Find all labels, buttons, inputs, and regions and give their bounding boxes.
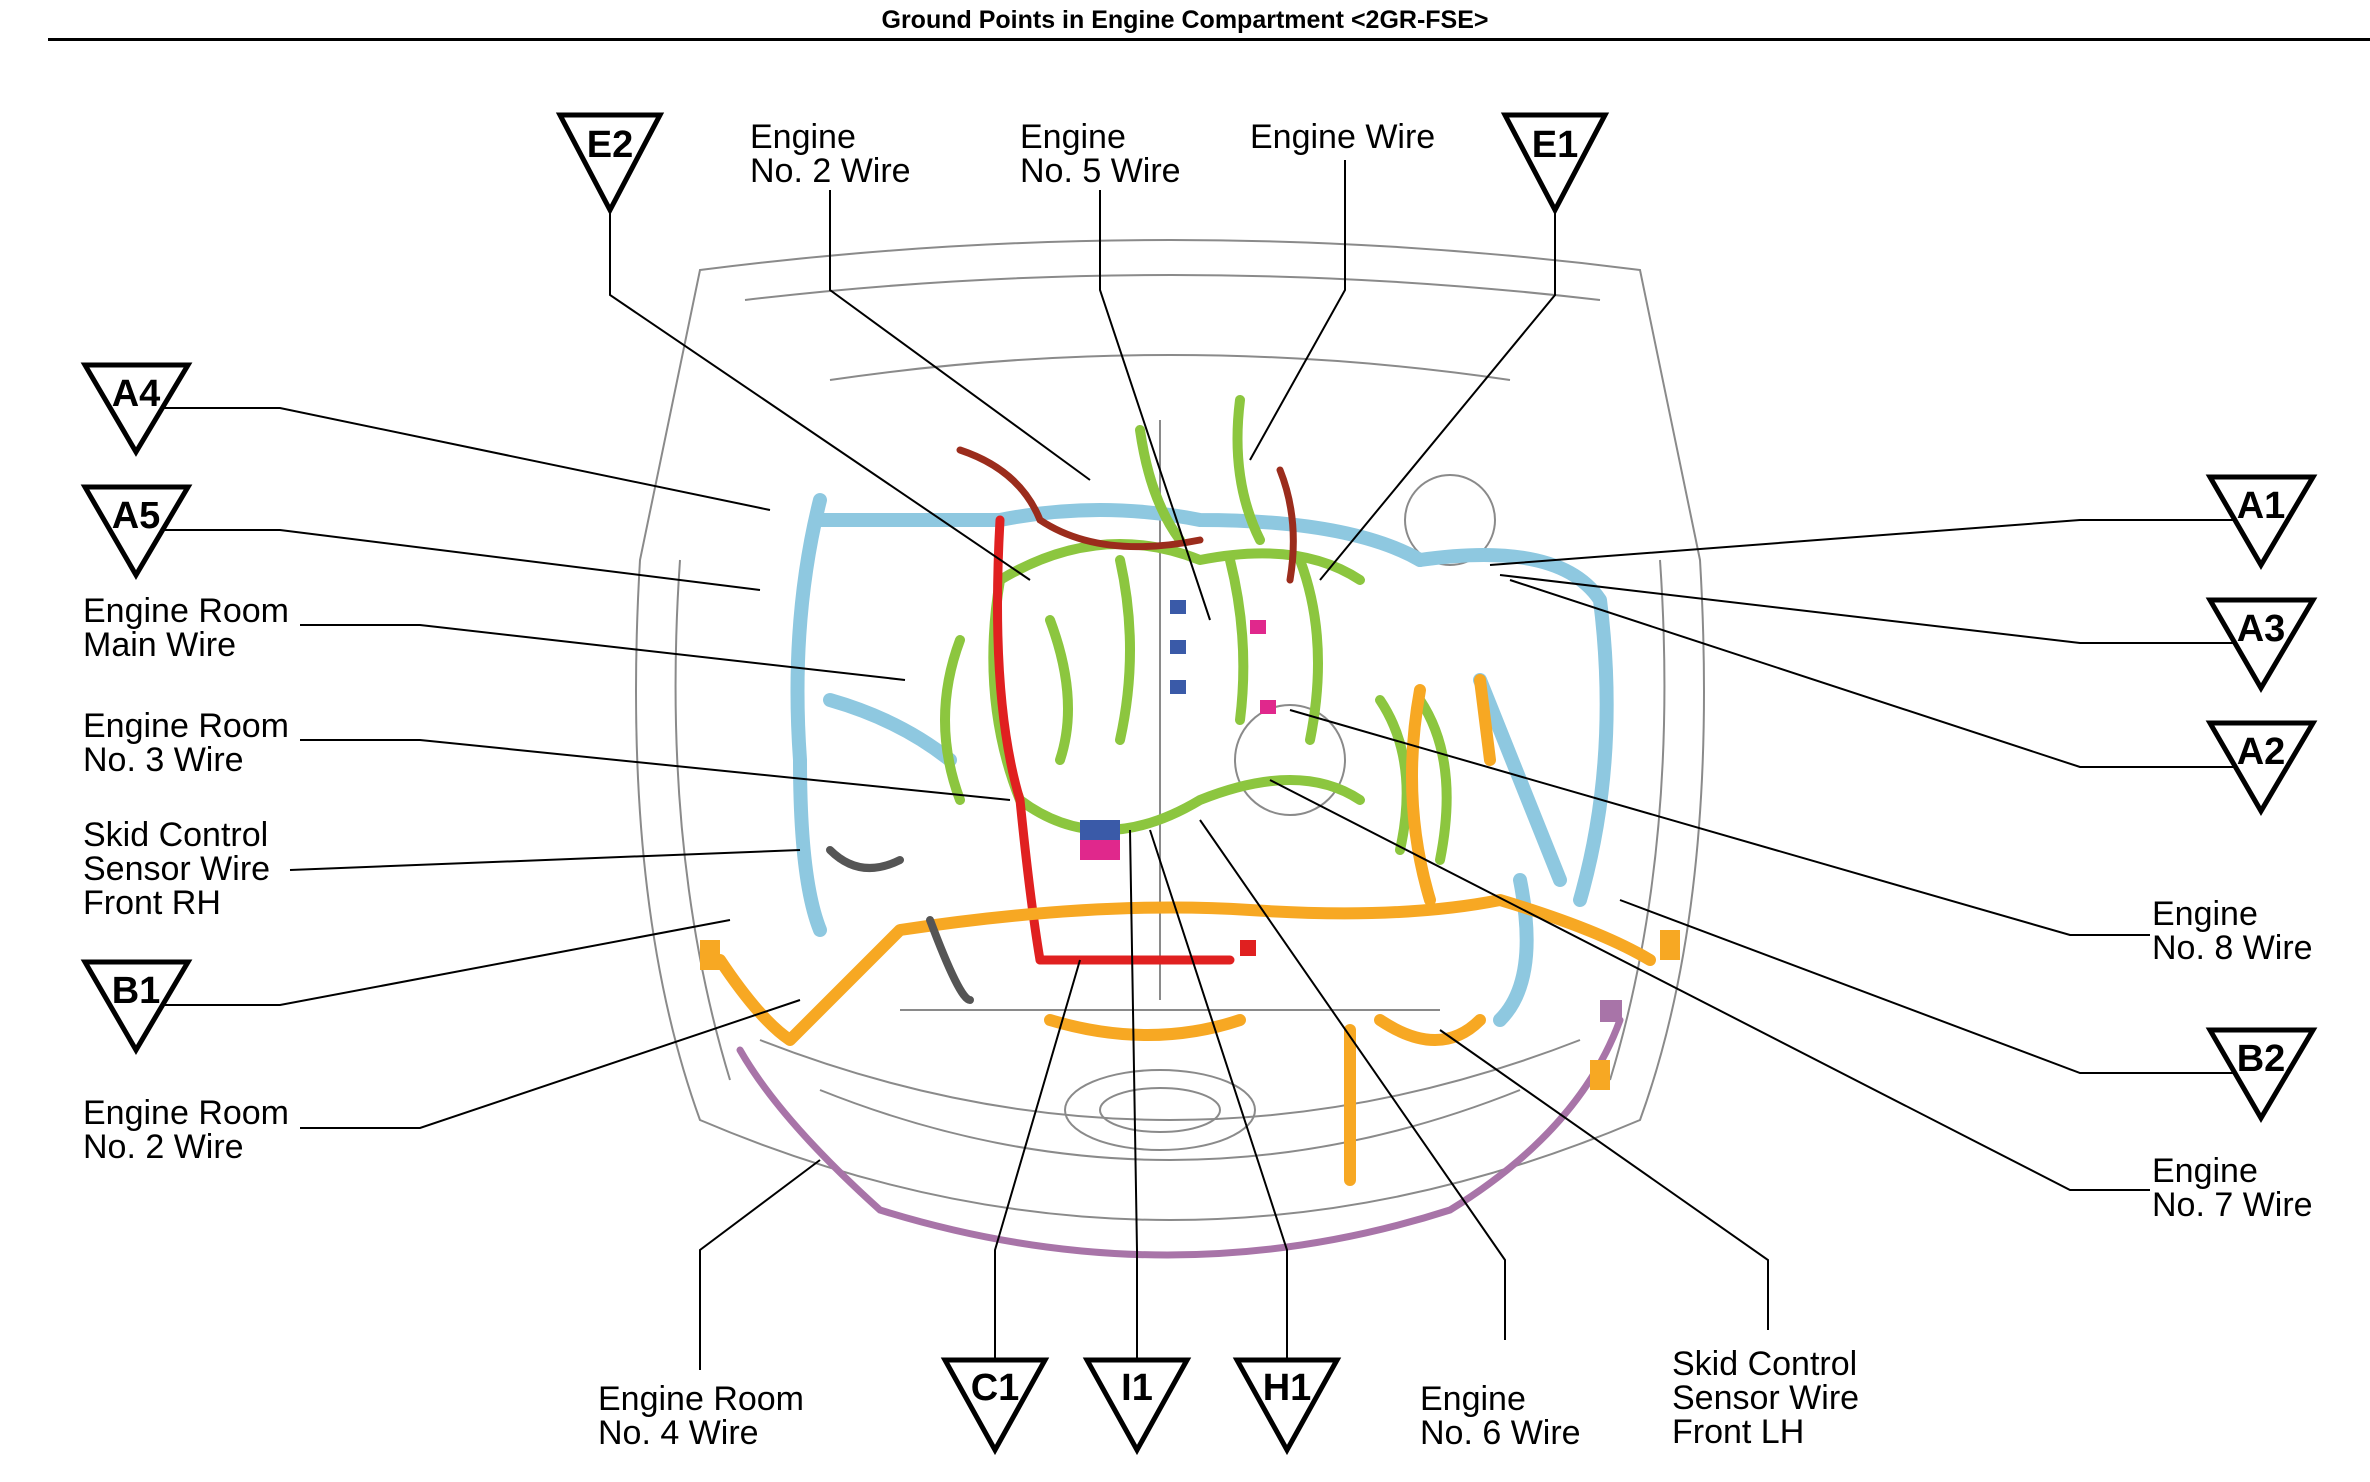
title-rule xyxy=(48,38,2370,41)
ground-point-B2[interactable]: B2 xyxy=(2205,1027,2318,1123)
brown-harness xyxy=(956,446,1297,584)
ground-point-label: C1 xyxy=(971,1367,1020,1409)
vehicle-outline xyxy=(635,239,1705,1221)
ground-point-I1[interactable]: I1 xyxy=(1082,1357,1192,1456)
ground-point-B1[interactable]: B1 xyxy=(80,959,193,1055)
ground-point-A1[interactable]: A1 xyxy=(2205,474,2318,570)
purple-harness xyxy=(736,1016,1624,1259)
ground-point-A3[interactable]: A3 xyxy=(2205,597,2318,693)
ground-point-E2[interactable]: E2 xyxy=(555,112,665,216)
ground-point-label: B2 xyxy=(2237,1038,2286,1080)
ground-point-label: B1 xyxy=(112,970,161,1012)
ground-point-H1[interactable]: H1 xyxy=(1232,1357,1342,1456)
ground-point-A2[interactable]: A2 xyxy=(2205,720,2318,816)
ground-point-label: H1 xyxy=(1263,1367,1312,1409)
ground-point-label: A1 xyxy=(2237,485,2286,527)
ground-point-label: E2 xyxy=(587,124,633,166)
ground-point-label: A5 xyxy=(112,495,161,537)
ground-point-label: E1 xyxy=(1532,124,1578,166)
connectors xyxy=(700,600,1680,1090)
red-harness xyxy=(993,515,1235,965)
ground-point-label: A3 xyxy=(2237,608,2286,650)
leader-lines xyxy=(160,160,2255,1370)
ground-point-A5[interactable]: A5 xyxy=(80,484,193,580)
ground-point-label: A4 xyxy=(112,373,161,415)
ground-point-C1[interactable]: C1 xyxy=(940,1357,1050,1456)
dark-harness xyxy=(826,846,974,1004)
ground-point-E1[interactable]: E1 xyxy=(1500,112,1610,216)
ground-point-A4[interactable]: A4 xyxy=(80,362,193,457)
wire-label-engine-wire: Engine Wire xyxy=(1250,118,1435,156)
ground-point-label: I1 xyxy=(1121,1367,1153,1409)
ground-point-label: A2 xyxy=(2237,731,2286,773)
page-title: Ground Points in Engine Compartment <2GR… xyxy=(881,6,1489,34)
